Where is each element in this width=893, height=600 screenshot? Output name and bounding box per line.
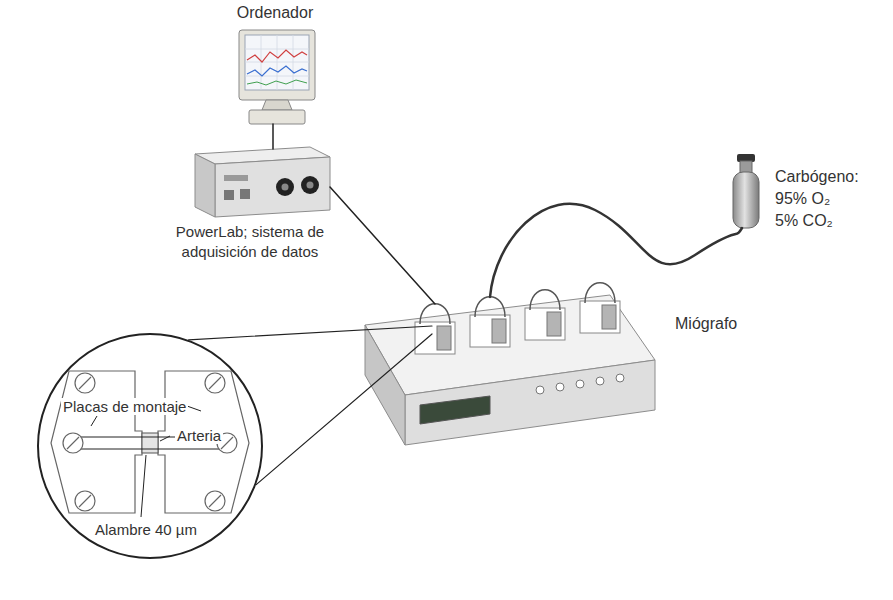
micrometer-block [492, 319, 506, 343]
lcd-display [420, 396, 490, 424]
daq-node: PowerLab; sistema de adquisición de dato… [160, 142, 340, 263]
screen-trace [247, 66, 307, 76]
computer-base [249, 110, 305, 124]
device-button [616, 374, 624, 382]
monitor-stand [262, 100, 292, 110]
device-knob [307, 182, 314, 189]
zoom-line [189, 326, 432, 340]
device-side [365, 325, 405, 445]
device-knob [301, 176, 319, 194]
computer-node: Ordenador [225, 2, 325, 126]
micrometer-block [602, 305, 616, 329]
chamber-tube [585, 283, 615, 303]
device-panel [224, 175, 248, 181]
magnifier-ground [38, 334, 262, 558]
device-knob [282, 184, 289, 191]
chamber-tube [475, 297, 505, 317]
artery-segment [142, 433, 158, 453]
chamber-body [470, 315, 510, 347]
chamber-tube [420, 304, 450, 324]
device-side [195, 154, 215, 217]
myograph-chamber [470, 297, 510, 347]
screen-trace [247, 50, 307, 62]
gas-node: Carbógeno:95% O₂5% CO₂ [728, 150, 883, 235]
cable [330, 187, 435, 304]
micrometer-block [547, 312, 561, 336]
micrometer-block [437, 326, 451, 350]
computer-icon [239, 30, 315, 124]
chamber-body [525, 308, 565, 340]
screws [63, 373, 237, 511]
node-label: 5% CO₂ [775, 210, 883, 232]
node-label: Miógrafo [673, 315, 739, 333]
powerlab-device [195, 147, 330, 217]
node-label: Ordenador [225, 2, 325, 24]
myograph-chamber [580, 283, 620, 333]
magnifier-circle: Placas de montajeArteriaAlambre 40 µm [37, 333, 263, 559]
screen-trace [247, 80, 307, 85]
node-label: PowerLab; sistema de adquisición de dato… [160, 222, 340, 263]
myograph-chamber [415, 304, 455, 354]
screw-slot [67, 377, 233, 507]
device-button [596, 377, 604, 385]
node-label: Carbógeno: [775, 166, 883, 188]
node-label: Alambre 40 µm [93, 521, 199, 538]
mounting-plate [51, 371, 142, 513]
mounting-plate [158, 371, 249, 513]
device-button [556, 383, 564, 391]
leader-line [91, 406, 201, 517]
device-button [536, 386, 544, 394]
device-front [405, 360, 655, 445]
node-label: 95% O₂ [775, 188, 883, 210]
monitor-frame [239, 30, 315, 100]
chamber-tube [530, 290, 560, 310]
myograph-node: Miógrafo [350, 280, 660, 445]
cylinder-neck [740, 161, 752, 173]
device-port [224, 190, 234, 200]
monitor-screen [245, 35, 309, 90]
node-label: Arteria [175, 427, 223, 444]
zoom-line [256, 334, 432, 485]
gas-tube [490, 204, 742, 297]
device-button [576, 380, 584, 388]
myograph-device [365, 283, 655, 445]
node-label: Placas de montaje [61, 398, 188, 415]
screen-grid [245, 35, 309, 90]
magnified-view [38, 334, 262, 558]
wire [77, 449, 223, 450]
device-port [240, 189, 250, 199]
chamber-body [580, 301, 620, 333]
gas-cylinder [733, 154, 759, 228]
device-knob [276, 178, 294, 196]
cylinder-body [733, 172, 759, 228]
myograph-chamber [525, 290, 565, 340]
device-front [215, 157, 330, 217]
cable [272, 124, 274, 149]
